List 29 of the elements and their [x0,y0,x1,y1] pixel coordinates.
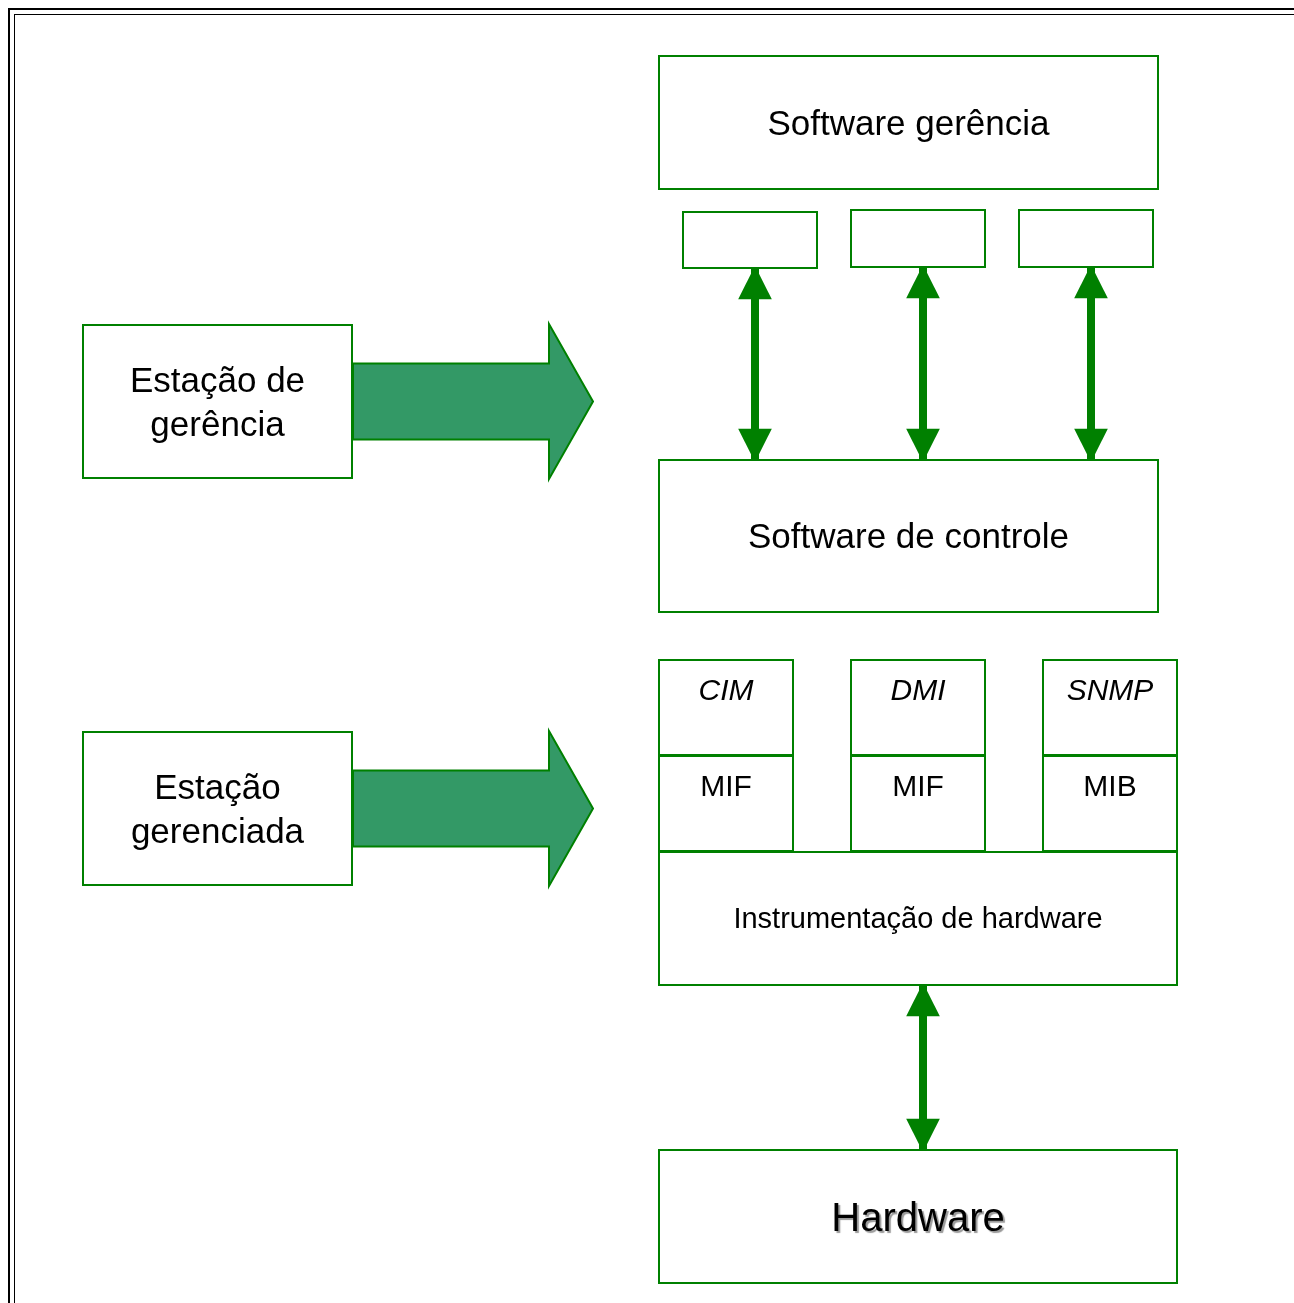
text-box [850,659,986,756]
text-box [82,324,353,479]
text-box [658,1149,1178,1284]
text-box [658,55,1159,190]
text-box [658,755,794,852]
box-label: MIB [1083,768,1137,804]
box-label: CIM [698,672,754,708]
block-arrow [352,727,595,890]
box-label: Software gerência [767,101,1050,144]
box-label: SNMP [1066,672,1154,708]
block-arrow [352,320,595,483]
box-label: Estação de gerência [128,358,307,445]
text-box [850,755,986,852]
empty-box [850,209,986,268]
empty-box [1018,209,1154,268]
text-box [82,731,353,886]
box-label: Estação gerenciada [129,765,306,852]
box-label: MIF [700,768,752,804]
text-box [658,459,1159,613]
text-box [658,851,1178,986]
text-box [658,659,794,756]
box-label: MIF [892,768,944,804]
empty-box [682,211,818,269]
text-box [1042,659,1178,756]
box-label: Software de controle [748,515,1069,558]
box-label: Hardware [831,1193,1005,1241]
box-label: DMI [890,672,946,708]
text-box [1042,755,1178,852]
box-label: Instrumentação de hardware [733,901,1103,937]
